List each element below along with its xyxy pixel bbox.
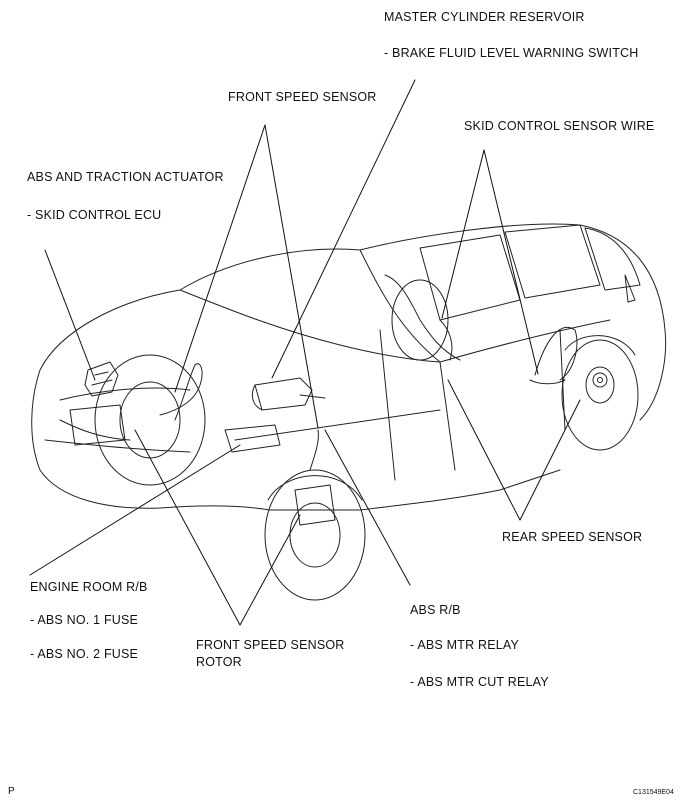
skid-control-sensor-wire-harness: [384, 274, 578, 385]
label-front-speed-sensor: FRONT SPEED SENSOR: [228, 90, 377, 104]
front-left-wheel: [94, 354, 206, 486]
label-front-speed-sensor-rotor-line1: FRONT SPEED SENSOR: [196, 638, 345, 652]
figure-code: C131549E04: [633, 789, 674, 796]
label-abs-traction-actuator: ABS AND TRACTION ACTUATOR: [27, 170, 224, 184]
abs-actuator-component: [84, 361, 119, 397]
label-rear-speed-sensor: REAR SPEED SENSOR: [502, 530, 643, 544]
label-engine-room-rb: ENGINE ROOM R/B: [30, 580, 148, 594]
label-master-cylinder-reservoir: MASTER CYLINDER RESERVOIR: [384, 10, 585, 24]
front-right-wheel: [264, 469, 366, 601]
label-abs-mtr-cut-relay: - ABS MTR CUT RELAY: [410, 675, 549, 689]
label-skid-control-ecu: - SKID CONTROL ECU: [27, 208, 162, 222]
label-front-speed-sensor-rotor-line2: ROTOR: [196, 655, 242, 669]
front-rotor-component: [294, 484, 336, 526]
label-abs-mtr-relay: - ABS MTR RELAY: [410, 638, 520, 652]
label-abs-rb: ABS R/B: [410, 603, 461, 617]
page-marker: P: [8, 786, 15, 797]
engine-room-rb-component: [224, 424, 281, 453]
label-abs-no1-fuse: - ABS NO. 1 FUSE: [30, 613, 139, 627]
rear-left-wheel: [391, 279, 449, 361]
rear-right-wheel: [561, 335, 639, 451]
label-abs-no2-fuse: - ABS NO. 2 FUSE: [30, 647, 139, 661]
label-skid-control-sensor-wire: SKID CONTROL SENSOR WIRE: [464, 119, 655, 133]
front-speed-sensor-harness: [159, 363, 319, 471]
leader-lines: [29, 79, 581, 626]
car-body-outline: [31, 223, 667, 511]
rear-speed-sensor-component: [592, 372, 608, 388]
label-brake-fluid-level-warning-switch: - BRAKE FLUID LEVEL WARNING SWITCH: [384, 46, 639, 60]
